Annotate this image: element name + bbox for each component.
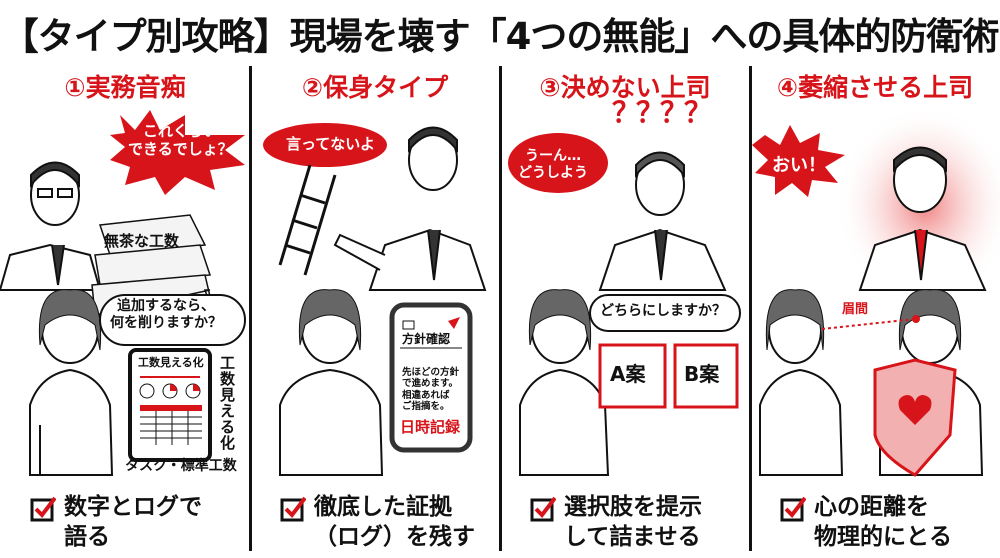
boss-figure bbox=[0, 161, 102, 291]
send-icon bbox=[448, 317, 460, 329]
caption: 選択肢を提示 して詰ませる bbox=[530, 492, 702, 552]
focus-label: 眉間 bbox=[842, 302, 869, 317]
illustration-undecided-boss bbox=[508, 133, 741, 476]
heart-icon bbox=[898, 395, 932, 425]
subordinate-speech: 追加するなら、 何を削りますか？ bbox=[110, 298, 222, 331]
option-card-b bbox=[673, 343, 739, 409]
phone-stamp: 日時記録 bbox=[400, 418, 461, 436]
ladder-icon bbox=[278, 164, 337, 276]
option-a-label: A案 bbox=[610, 362, 646, 386]
caption-text: 徹底した証拠 （ログ）を残す bbox=[314, 494, 475, 550]
boss-speech: これくらい できるでしょ？ bbox=[128, 122, 233, 158]
phone bbox=[389, 302, 473, 453]
check-box-icon bbox=[780, 496, 806, 522]
illustration-intimidating-boss bbox=[752, 105, 1000, 477]
illustration-ladder-and-phone bbox=[263, 123, 487, 476]
speech-bubble bbox=[589, 294, 741, 332]
speech-bubble bbox=[508, 133, 608, 193]
mail-icon bbox=[402, 320, 415, 330]
subordinate-speech: どちらにしますか？ bbox=[600, 303, 726, 319]
starburst-bubble bbox=[752, 125, 845, 197]
starburst-bubble bbox=[110, 110, 245, 195]
panel-header: ②保身タイプ bbox=[301, 73, 449, 102]
check-box-icon bbox=[30, 496, 56, 522]
panel-header: ④萎縮させる上司 bbox=[776, 73, 974, 102]
phone-body: 先ほどの方針 で進めます。 相違あれば ご指摘を。 bbox=[402, 367, 460, 413]
panel-4: ④萎縮させる上司 おい！ 眉間 心の距離を 物理的にとる bbox=[750, 60, 1000, 558]
panel-1: ①実務音痴 これくらい できるでしょ？ 無茶な工数 追加するなら、 何を削ります… bbox=[0, 60, 250, 558]
caption: 心の距離を 物理的にとる bbox=[780, 492, 952, 552]
caption-text: 心の距離を 物理的にとる bbox=[814, 494, 952, 550]
page-title: 【タイプ別攻略】現場を壊す「4つの無能」への具体的防衛術 bbox=[1, 15, 1000, 58]
tablet-title: 工数見える化 bbox=[138, 356, 204, 369]
subordinate-figure bbox=[519, 368, 610, 476]
option-b-label: B案 bbox=[684, 362, 720, 386]
speech-bubble bbox=[263, 123, 387, 167]
check-box-icon bbox=[530, 496, 556, 522]
panel-3: ③決めない上司 うーん… どうしよう ？？？？ どちらにしますか？ A案 B案 … bbox=[500, 60, 750, 558]
subordinate-figure bbox=[759, 368, 844, 476]
boss-figure bbox=[333, 126, 487, 291]
column-divider bbox=[499, 66, 502, 551]
subordinate-figure bbox=[29, 368, 114, 476]
subordinate-figure bbox=[279, 368, 384, 476]
boss-figure bbox=[858, 146, 987, 291]
panel-header: ①実務音痴 bbox=[64, 73, 186, 102]
phone-title: 方針確認 bbox=[402, 332, 451, 346]
boss-speech: うーん… どうしよう bbox=[518, 148, 588, 181]
panel-header: ③決めない上司 bbox=[539, 73, 711, 102]
boss-figure bbox=[598, 151, 727, 291]
caption: 数字とログで 語る bbox=[30, 492, 202, 552]
check-box-icon bbox=[280, 496, 306, 522]
speech-bubble bbox=[99, 294, 246, 346]
side-label: 工 数 見 え る 化 bbox=[220, 354, 236, 452]
illustration-boss-and-papers bbox=[0, 110, 246, 476]
panel-2: ②保身タイプ 言ってないよ 方針確認 先ほどの方針 で進めます。 相違あれば ご… bbox=[250, 60, 500, 558]
bottom-label: タスク・標準工数 bbox=[125, 458, 237, 474]
boss-speech: 言ってないよ bbox=[286, 135, 375, 153]
boss-speech: おい！ bbox=[772, 155, 826, 176]
column-divider bbox=[249, 66, 252, 551]
papers-label: 無茶な工数 bbox=[104, 232, 180, 250]
column-divider bbox=[749, 66, 752, 551]
option-card-a bbox=[598, 343, 667, 409]
caption: 徹底した証拠 （ログ）を残す bbox=[280, 492, 475, 552]
question-marks: ？？？？ bbox=[612, 96, 712, 129]
caption-text: 数字とログで 語る bbox=[64, 494, 202, 550]
caption-text: 選択肢を提示 して詰ませる bbox=[564, 494, 702, 550]
